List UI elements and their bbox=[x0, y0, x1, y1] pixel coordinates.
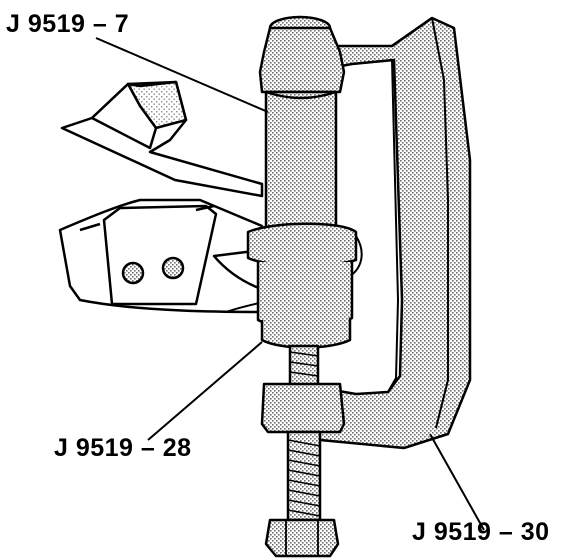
callout-label-j9519-28: J 9519 – 28 bbox=[54, 434, 192, 462]
leader-lines bbox=[95, 37, 485, 531]
leader-line-30 bbox=[429, 433, 485, 531]
upper-receiver-tool bbox=[258, 15, 346, 238]
control-arm bbox=[58, 80, 266, 314]
forcing-screw bbox=[260, 344, 346, 558]
callout-label-j9519-7: J 9519 – 7 bbox=[6, 10, 130, 38]
leader-line-7 bbox=[95, 37, 269, 113]
lower-adapter-tool bbox=[260, 318, 352, 349]
callout-label-j9519-30: J 9519 – 30 bbox=[412, 518, 550, 546]
leader-line-28 bbox=[147, 341, 263, 441]
